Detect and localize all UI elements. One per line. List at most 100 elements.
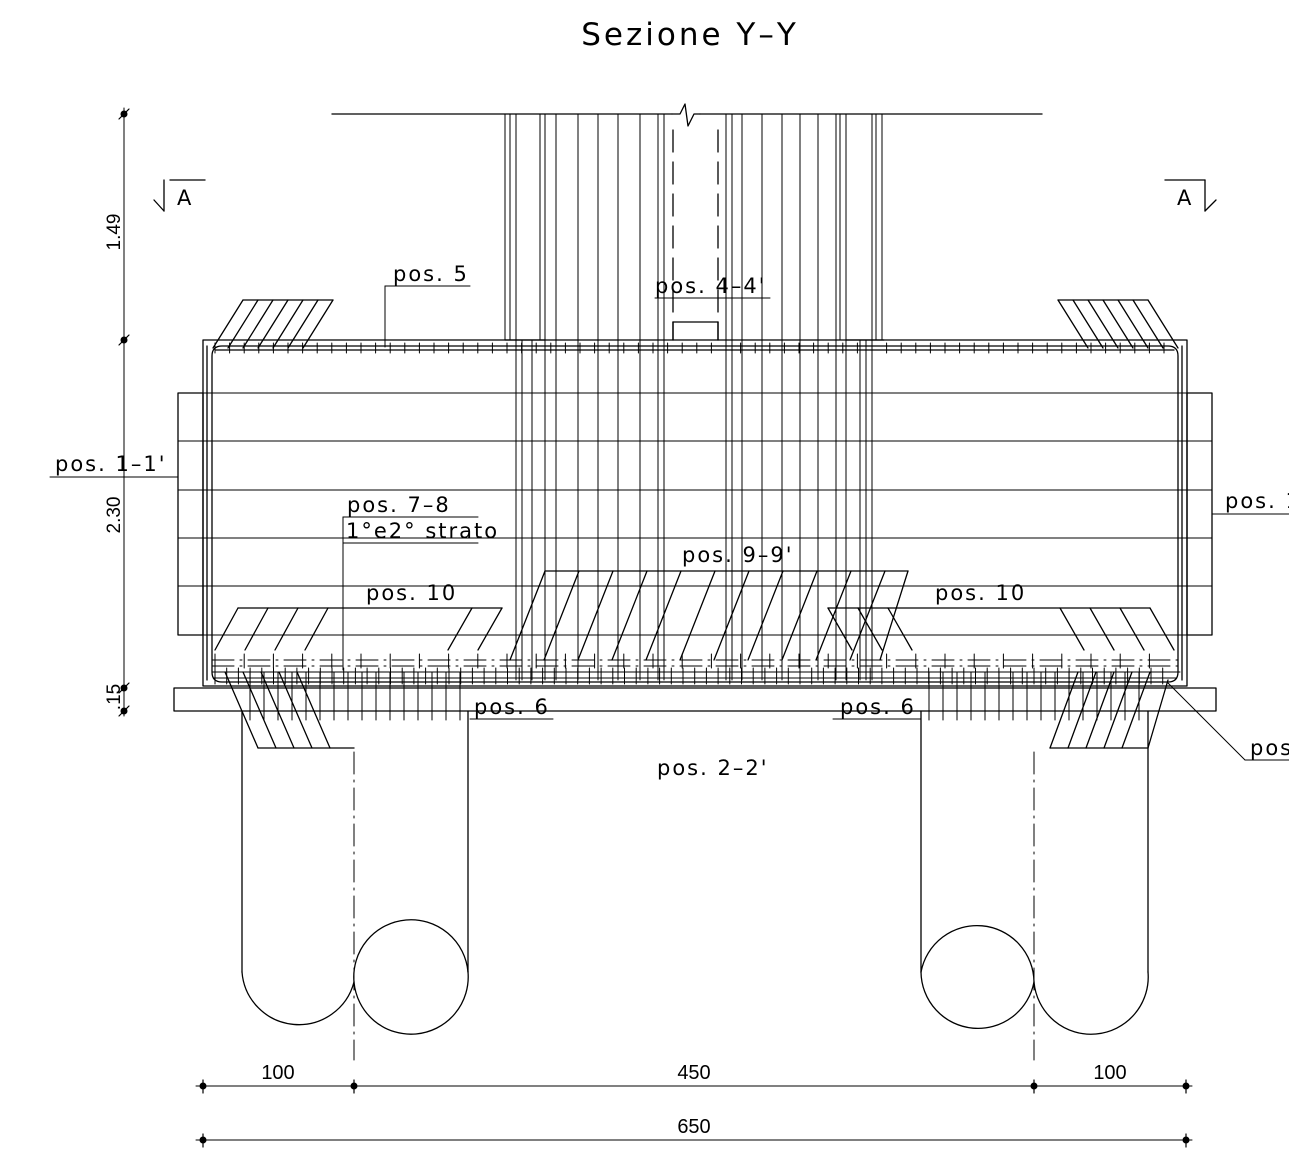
pos9-hatch [849, 570, 886, 661]
horizontal-dimension-total: 650 [195, 1116, 1193, 1148]
pos9-hatch [815, 570, 852, 661]
dim-1-49: 1.49 [104, 214, 125, 251]
label-pos78: pos. 7–8 1°e2° strato [342, 493, 499, 671]
label-text: pos. 9–9' [682, 543, 793, 567]
pos5-hatch [257, 299, 289, 349]
label-text: 1°e2° strato [346, 519, 499, 543]
label-text: pos. 6 [840, 695, 916, 719]
pier-center-dash [672, 129, 719, 341]
label-pos4: pos. 4–4' [654, 274, 771, 299]
pos10-hatch [827, 607, 853, 651]
label-pos6-left: pos. 6 [469, 695, 554, 720]
label-pos99: pos. 9–9' [682, 543, 793, 567]
dim-0-15: .15 [104, 684, 125, 710]
pos10-hatch [304, 607, 329, 651]
pos5-hatch [1117, 299, 1149, 349]
label-pos22: pos. 2–2' [657, 756, 768, 780]
pos5-hatch [1132, 299, 1164, 349]
pos2-hatch [1121, 671, 1151, 749]
pos5-hatch [287, 299, 319, 349]
pos2-hatch [278, 671, 313, 749]
label-pos1-right: pos. 1 [1211, 489, 1289, 515]
pos2-hatch [242, 671, 277, 749]
top-rebar-ticks [214, 342, 1165, 354]
pos10-hatch [244, 607, 269, 651]
pos9-hatch [509, 570, 546, 661]
label-pos10-left: pos. 10 [366, 581, 457, 605]
section-marker-label: A [177, 186, 193, 210]
label-text: pos. 2–2' [657, 756, 768, 780]
bottom-rebar-ticks [214, 653, 1164, 685]
pos10-hatch [1059, 607, 1085, 651]
pile-right [920, 710, 1149, 1061]
section-marker-right: A [1164, 179, 1217, 212]
pos5-hatch [1072, 299, 1104, 349]
pos10-hatch [477, 607, 503, 651]
pos5-hatch [1147, 299, 1179, 349]
pos9-hatch [645, 570, 682, 661]
vertical-dimension: 1.49 2.30 .15 [104, 107, 130, 717]
bottom-rebar-lines [211, 659, 1181, 679]
dim-100-right: 100 [1093, 1062, 1126, 1084]
label-text: pos. 6 [474, 695, 550, 719]
pos2-hatch [1067, 671, 1097, 749]
pos5-hatch [1057, 299, 1089, 349]
pos9-hatch [577, 570, 614, 661]
pos5-hatch [272, 299, 304, 349]
label-pos-cut: pos [1167, 682, 1289, 761]
label-text: pos [1250, 736, 1289, 760]
label-text: pos. 4–4' [655, 274, 766, 298]
pos5-hatch [302, 299, 334, 349]
lean-concrete-slab [173, 687, 1217, 712]
dim-2-30: 2.30 [104, 497, 125, 534]
pos10-hatch [1119, 607, 1145, 651]
pos9-hatch [713, 570, 750, 661]
pier-top-line [331, 103, 1043, 127]
pos10-hatch [1149, 607, 1175, 651]
pos10-hatch [447, 607, 473, 651]
label-pos5: pos. 5 [384, 262, 471, 348]
label-text: pos. 10 [366, 581, 457, 605]
dim-450: 450 [677, 1062, 710, 1084]
pos10-hatch [214, 607, 239, 651]
pos9-hatch [781, 570, 818, 661]
pos10-hatch [274, 607, 299, 651]
pos9-hatch [679, 570, 716, 661]
pier-vertical-bars [504, 113, 885, 681]
pos5-hatch [1087, 299, 1119, 349]
label-pos6-right: pos. 6 [832, 695, 922, 720]
pos5-hatch [242, 299, 274, 349]
section-marker-label: A [1177, 186, 1193, 210]
dim-100-left: 100 [261, 1062, 294, 1084]
horizontal-dimension-partial: 100 450 100 [195, 1062, 1193, 1094]
pos5-hatch [212, 299, 244, 349]
section-marker-left: A [153, 179, 206, 212]
plinth-outline [177, 339, 1213, 687]
pos10-hatch [887, 607, 913, 651]
side-rebar-ticks [205, 392, 1185, 636]
pile-rebar-lines [249, 671, 1140, 721]
pos9-hatch [543, 570, 580, 661]
pos2-hatch [1085, 671, 1115, 749]
pos2-hatch [296, 671, 331, 749]
pos9-hatch [611, 570, 648, 661]
pos2-hatch [1103, 671, 1133, 749]
pos2-hatch [1049, 671, 1079, 749]
pos9-hatch [747, 570, 784, 661]
drawing-title: Sezione Y–Y [581, 17, 799, 53]
label-pos10-right: pos. 10 [935, 581, 1026, 605]
hatched-links [212, 299, 1179, 749]
pos9-hatch [879, 570, 909, 661]
label-pos1-left: pos. 1–1' [49, 452, 179, 478]
pos5-hatch [1102, 299, 1134, 349]
dim-650: 650 [677, 1116, 710, 1138]
pos10-hatch [1089, 607, 1115, 651]
pos10-hatch [857, 607, 883, 651]
pos2-hatch [224, 671, 259, 749]
label-text: pos. 1–1' [55, 452, 166, 476]
label-text: pos. 10 [935, 581, 1026, 605]
label-text: pos. 5 [393, 262, 469, 286]
pos5-hatch [227, 299, 259, 349]
label-text: pos. 7–8 [347, 493, 451, 517]
